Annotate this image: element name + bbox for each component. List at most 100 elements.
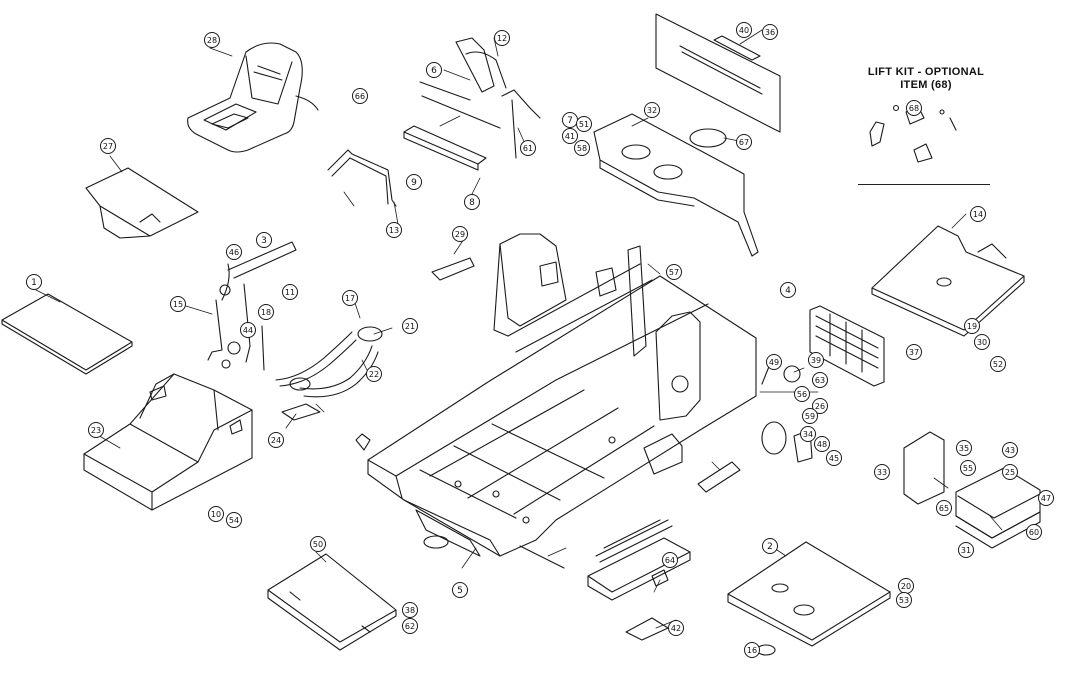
chassis-frame-part <box>367 233 757 569</box>
callout-number: 41 <box>565 132 575 141</box>
callout-number: 10 <box>211 510 221 519</box>
callout-number: 53 <box>899 596 909 605</box>
callout-number: 48 <box>817 440 827 449</box>
control-linkage-part <box>207 241 297 371</box>
callout-circle <box>268 432 284 448</box>
callout-circle <box>956 440 972 456</box>
callout-59: 59 <box>802 408 818 424</box>
callout-circle <box>762 538 778 554</box>
callout-circle <box>282 284 298 300</box>
callout-number: 20 <box>901 582 911 591</box>
callout-circle <box>812 372 828 388</box>
callout-circle <box>494 30 510 46</box>
callout-number: 11 <box>285 288 295 297</box>
callout-number: 29 <box>455 230 465 239</box>
callout-circle <box>386 222 402 238</box>
callout-circle <box>666 264 682 280</box>
callout-50: 50 <box>310 536 326 552</box>
callout-number: 5 <box>457 586 463 596</box>
callout-number: 42 <box>671 624 681 633</box>
callout-number: 14 <box>973 210 983 219</box>
callout-45: 45 <box>826 450 842 466</box>
callout-circle <box>644 102 660 118</box>
callout-24: 24 <box>268 432 284 448</box>
callout-number: 8 <box>469 198 475 208</box>
callout-66: 66 <box>352 88 368 104</box>
callout-circle <box>736 134 752 150</box>
callout-number: 44 <box>243 326 253 335</box>
callout-circle <box>974 334 990 350</box>
callout-circle <box>964 318 980 334</box>
callout-number: 17 <box>345 294 355 303</box>
callout-number: 13 <box>389 226 399 235</box>
callout-number: 63 <box>815 376 825 385</box>
callout-30: 30 <box>974 334 990 350</box>
callout-51: 51 <box>576 116 592 132</box>
callout-circle <box>402 618 418 634</box>
callout-14: 14 <box>970 206 986 222</box>
callout-number: 12 <box>497 34 507 43</box>
right-floor-pan-part <box>871 225 1025 337</box>
callout-3: 3 <box>256 232 272 248</box>
small-parts-part <box>355 257 813 493</box>
callout-number: 46 <box>229 248 239 257</box>
callout-48: 48 <box>814 436 830 452</box>
callout-61: 61 <box>520 140 536 156</box>
callout-number: 32 <box>647 106 657 115</box>
callout-circle <box>794 386 810 402</box>
callout-13: 13 <box>386 222 402 238</box>
callout-number: 16 <box>747 646 757 655</box>
dash-panel-part <box>593 113 759 257</box>
callout-circle <box>310 536 326 552</box>
callout-62: 62 <box>402 618 418 634</box>
callout-number: 4 <box>785 286 791 296</box>
callout-number: 64 <box>665 556 675 565</box>
bottom-plate-right-part <box>727 541 891 656</box>
callout-circle <box>896 592 912 608</box>
callout-circle <box>874 464 890 480</box>
callout-55: 55 <box>960 460 976 476</box>
callout-number: 33 <box>877 468 887 477</box>
callout-number: 25 <box>1005 468 1015 477</box>
leader-lines <box>35 29 1003 629</box>
callout-42: 42 <box>668 620 684 636</box>
callout-circle <box>766 354 782 370</box>
callout-15: 15 <box>170 296 186 312</box>
callout-number: 47 <box>1041 494 1051 503</box>
callout-number: 2 <box>767 542 773 552</box>
callout-20: 20 <box>898 578 914 594</box>
callout-circle <box>562 128 578 144</box>
callout-17: 17 <box>342 290 358 306</box>
callout-circle <box>406 174 422 190</box>
control-arm-brackets-part <box>327 37 541 207</box>
callout-64: 64 <box>662 552 678 568</box>
callout-circle <box>936 500 952 516</box>
callout-60: 60 <box>1026 524 1042 540</box>
lift-kit-title: LIFT KIT - OPTIONAL ITEM (68) <box>858 66 994 92</box>
callout-number: 6 <box>431 66 437 76</box>
callout-circle <box>464 194 480 210</box>
callout-46: 46 <box>226 244 242 260</box>
callout-10: 10 <box>208 506 224 522</box>
callout-layer: 1234567891011121314151617181920212223242… <box>26 22 1054 658</box>
callout-number: 15 <box>173 300 183 309</box>
callout-53: 53 <box>896 592 912 608</box>
callout-number: 30 <box>977 338 987 347</box>
callout-8: 8 <box>464 194 480 210</box>
callout-23: 23 <box>88 422 104 438</box>
callout-9: 9 <box>406 174 422 190</box>
callout-52: 52 <box>990 356 1006 372</box>
grille-part <box>809 305 885 387</box>
callout-4: 4 <box>780 282 796 298</box>
callout-1: 1 <box>26 274 42 290</box>
callout-number: 18 <box>261 308 271 317</box>
callout-41: 41 <box>562 128 578 144</box>
callout-circle <box>744 642 760 658</box>
callout-number: 61 <box>523 144 533 153</box>
callout-circle <box>960 460 976 476</box>
callout-number: 66 <box>355 92 365 101</box>
callout-circle <box>970 206 986 222</box>
callout-56: 56 <box>794 386 810 402</box>
callout-circle <box>402 602 418 618</box>
